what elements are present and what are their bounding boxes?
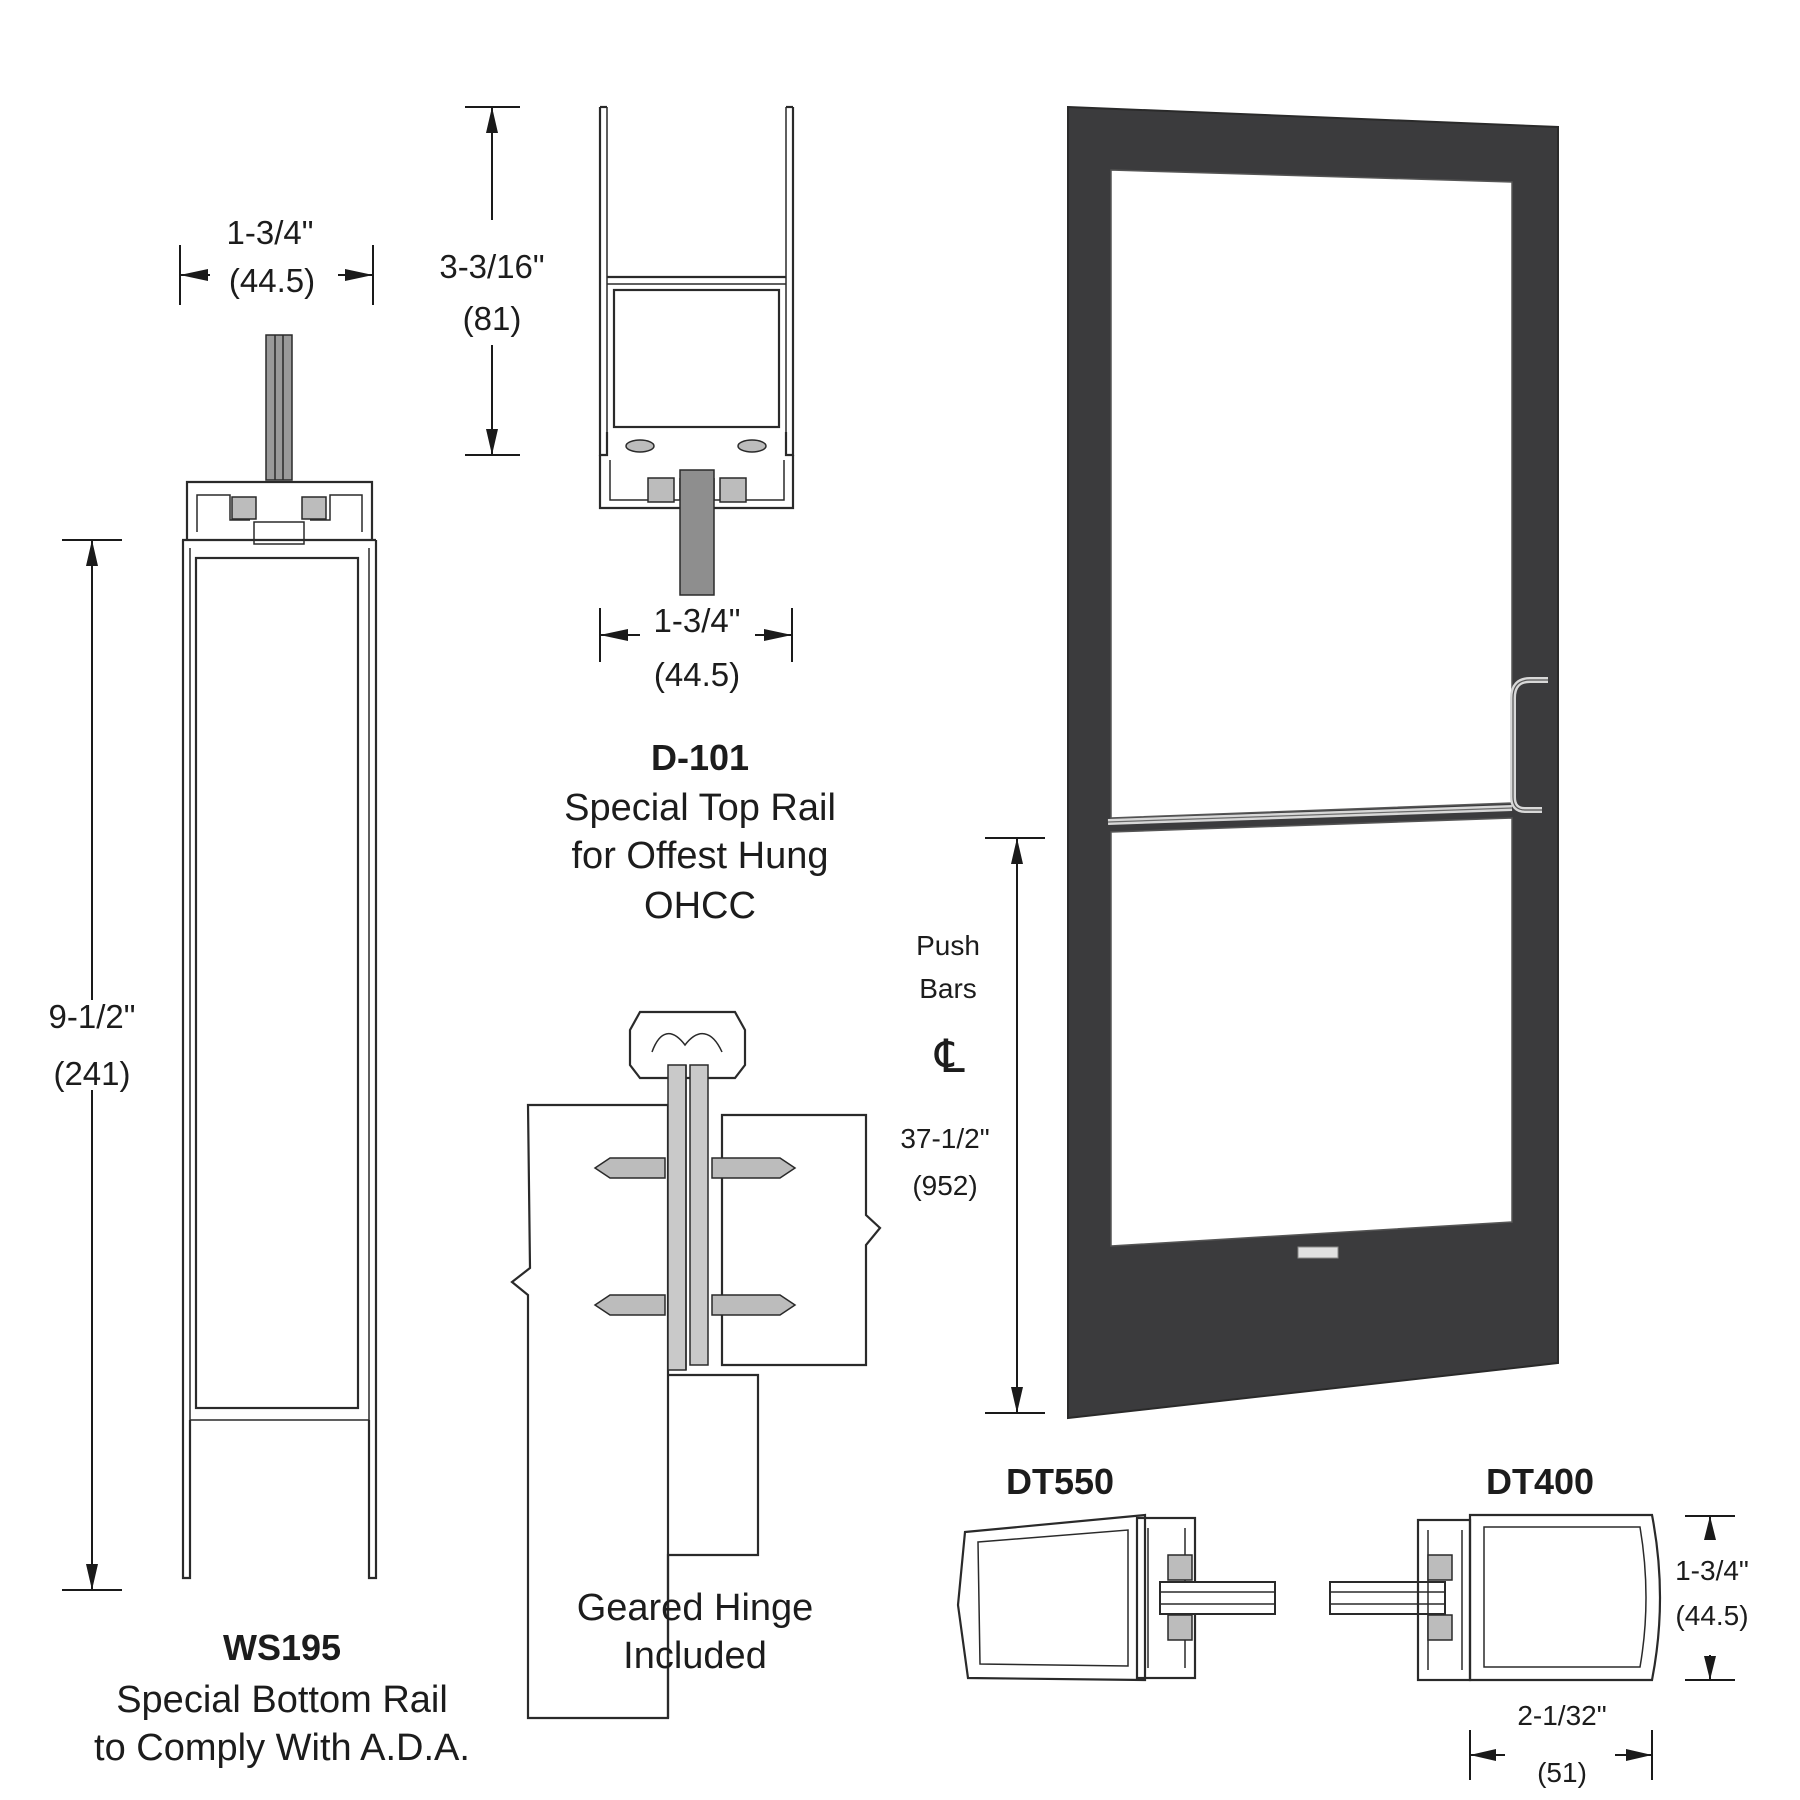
d101-desc-line2: for Offest Hung bbox=[572, 835, 829, 877]
d101-width-metric: (44.5) bbox=[654, 656, 740, 693]
ws195-height-dim: 9-1/2" bbox=[49, 998, 136, 1035]
dt400-width-metric: (51) bbox=[1537, 1757, 1587, 1788]
ws195-height-metric: (241) bbox=[53, 1055, 130, 1092]
dt550-title: DT550 bbox=[1006, 1461, 1114, 1502]
door-glass-lower bbox=[1110, 817, 1513, 1247]
d101-width-dim: 1-3/4" bbox=[654, 602, 741, 639]
ws195-title: WS195 bbox=[223, 1627, 341, 1668]
d101-drawing bbox=[465, 105, 795, 662]
hinge-desc-line1: Geared Hinge bbox=[577, 1587, 814, 1629]
door-height-dim: 37-1/2" bbox=[900, 1123, 989, 1154]
ws195-desc-line2: to Comply With A.D.A. bbox=[94, 1727, 470, 1769]
push-bars-label-2: Bars bbox=[919, 973, 977, 1004]
d101-desc-line1: Special Top Rail bbox=[564, 787, 836, 829]
dt400-height-dim: 1-3/4" bbox=[1675, 1555, 1749, 1586]
d101-height-dim: 3-3/16" bbox=[439, 248, 544, 285]
centerline-symbol: ℄ bbox=[934, 1030, 965, 1082]
ws195-drawing bbox=[62, 245, 378, 1591]
geared-hinge-drawing bbox=[510, 1010, 882, 1720]
door-drawing bbox=[985, 105, 1559, 1420]
hinge-desc-line2: Included bbox=[623, 1635, 767, 1677]
ws195-width-dim: 1-3/4" bbox=[227, 214, 314, 251]
door-glass-upper bbox=[1110, 169, 1513, 819]
dt400-height-metric: (44.5) bbox=[1675, 1600, 1748, 1631]
dt400-title: DT400 bbox=[1486, 1461, 1594, 1502]
dt-sections-drawing bbox=[956, 1513, 1735, 1780]
ws195-width-metric: (44.5) bbox=[229, 262, 315, 299]
d101-title: D-101 bbox=[651, 737, 749, 778]
ws195-desc-line1: Special Bottom Rail bbox=[116, 1679, 448, 1721]
door-height-metric: (952) bbox=[912, 1170, 977, 1201]
d101-height-metric: (81) bbox=[463, 300, 522, 337]
dt400-width-dim: 2-1/32" bbox=[1517, 1700, 1606, 1731]
push-bars-label-1: Push bbox=[916, 930, 980, 961]
d101-desc-line3: OHCC bbox=[644, 885, 756, 927]
